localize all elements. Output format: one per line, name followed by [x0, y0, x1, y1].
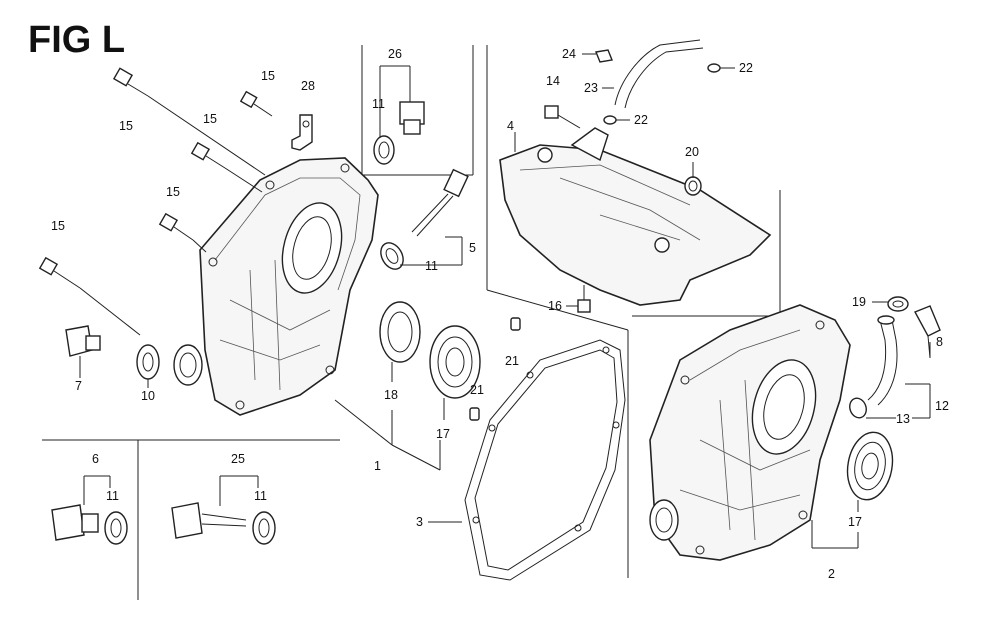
bolt-15-a [112, 67, 266, 176]
filler-cap-26 [399, 101, 425, 135]
o-ring-11-inset-a [104, 511, 128, 545]
callout-6: 6 [92, 452, 99, 466]
callout-20: 20 [685, 145, 699, 159]
callout-5: 5 [469, 241, 476, 255]
clip-22-b [603, 115, 617, 125]
bolt-15-d [158, 212, 207, 253]
o-ring-13 [849, 397, 867, 419]
callout-18: 18 [384, 388, 398, 402]
callout-3: 3 [416, 515, 423, 529]
bolt-16 [577, 285, 591, 313]
o-ring-11-top [373, 135, 395, 165]
callout-15: 15 [166, 185, 180, 199]
callout-21: 21 [470, 383, 484, 397]
callout-26: 26 [388, 47, 402, 61]
callout-labels: 15 15 15 15 15 28 26 11 5 11 7 10 18 17 … [51, 47, 949, 581]
callout-7: 7 [75, 379, 82, 393]
callout-11: 11 [425, 259, 438, 273]
callout-17: 17 [436, 427, 450, 441]
callout-11: 11 [254, 489, 267, 503]
crankcase-right [649, 304, 851, 561]
callout-15: 15 [203, 112, 217, 126]
bearing-17-right [846, 431, 894, 501]
callout-13: 13 [896, 412, 910, 426]
oil-tank-4 [499, 127, 772, 306]
callout-17: 17 [848, 515, 862, 529]
callout-2: 2 [828, 567, 835, 581]
washer-20 [684, 176, 702, 196]
callout-24: 24 [562, 47, 576, 61]
callout-22: 22 [739, 61, 753, 75]
callout-19: 19 [852, 295, 866, 309]
section-lines [42, 45, 781, 600]
callout-10: 10 [141, 389, 155, 403]
callout-21: 21 [505, 354, 519, 368]
crankcase-cover-left [173, 157, 379, 416]
o-ring-11-inset-b [252, 511, 276, 545]
seal-18 [379, 301, 421, 363]
bearing-17-left [429, 325, 481, 399]
callout-14: 14 [546, 74, 560, 88]
callout-11: 11 [106, 489, 119, 503]
bolt-14 [544, 105, 581, 129]
callout-28: 28 [301, 79, 315, 93]
seal-10 [136, 344, 160, 380]
cap-8 [914, 305, 941, 359]
dowel-pin-21-b [469, 407, 480, 421]
bolt-15-e [38, 256, 141, 336]
hose-23 [614, 39, 704, 109]
callout-11: 11 [372, 97, 385, 111]
clamp-24 [595, 49, 613, 63]
o-ring-11-dipstick [380, 242, 404, 270]
callout-8: 8 [936, 335, 943, 349]
callout-15: 15 [261, 69, 275, 83]
callout-25: 25 [231, 452, 245, 466]
callout-15: 15 [51, 219, 65, 233]
filler-tube-12 [867, 315, 898, 406]
gasket-3 [464, 339, 626, 581]
bracket-28 [291, 114, 313, 151]
callout-22: 22 [634, 113, 648, 127]
callout-23: 23 [584, 81, 598, 95]
drain-plug-25 [171, 502, 247, 539]
figure-title: FIG L [28, 19, 125, 61]
callout-15: 15 [119, 119, 133, 133]
plug-7 [65, 325, 101, 357]
bolt-15-c [190, 141, 263, 193]
bolt-15-b [239, 90, 273, 117]
callout-1: 1 [374, 459, 381, 473]
leader-lines [79, 53, 931, 549]
dipstick-5 [411, 168, 469, 237]
callout-12: 12 [935, 399, 949, 413]
clip-22-a [707, 63, 721, 73]
callout-16: 16 [548, 299, 562, 313]
plug-6 [51, 504, 99, 541]
callout-4: 4 [507, 119, 514, 133]
dowel-pin-21-a [510, 317, 521, 331]
washer-19 [887, 296, 909, 312]
